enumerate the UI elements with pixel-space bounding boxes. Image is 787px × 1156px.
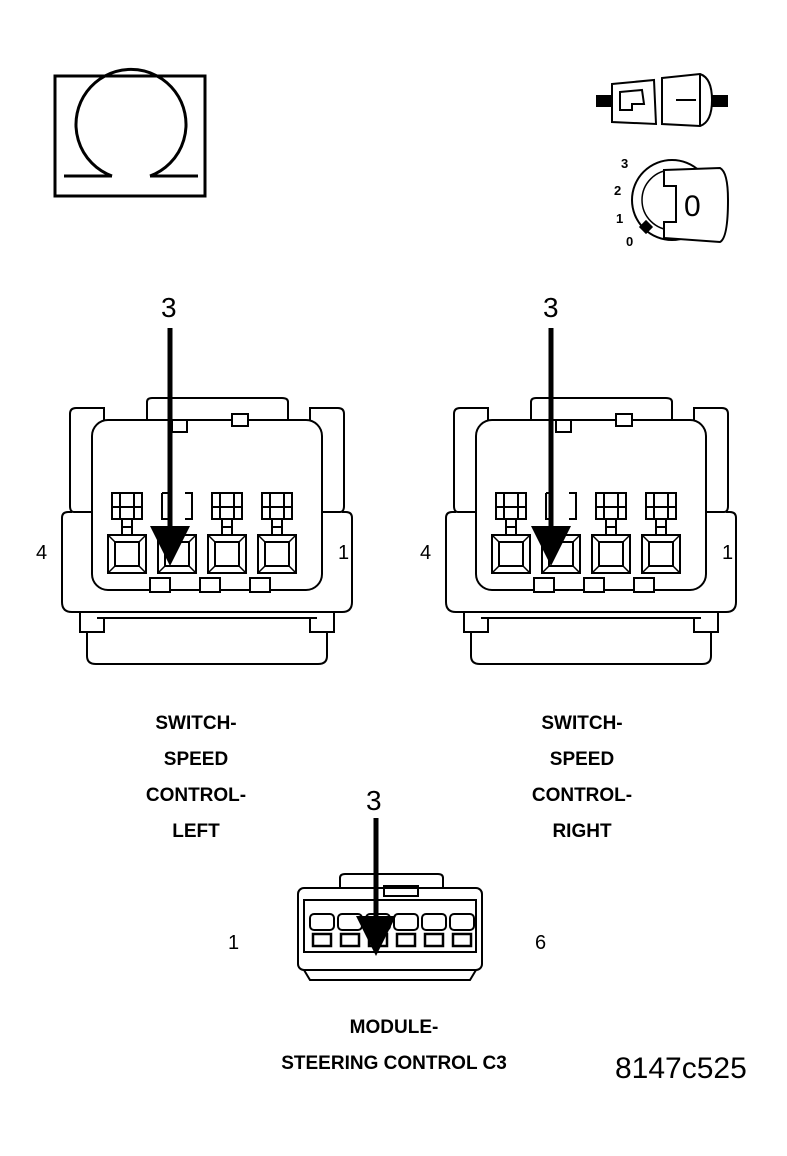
caption-line: CONTROL- (531, 785, 633, 806)
end-pin-right-1: 1 (722, 542, 734, 564)
caption-module: MODULE- STEERING CONTROL C3 (244, 1010, 544, 1082)
caption-line: CONTROL- (145, 785, 247, 806)
pin-callout-module: 3 (366, 785, 382, 816)
caption-left: SWITCH- SPEED CONTROL- LEFT (96, 706, 296, 850)
end-pin-module-6: 6 (535, 932, 547, 954)
figure-id: 8147c525 (615, 1052, 747, 1085)
module-cavities (309, 913, 475, 948)
connector-switch-speed-control-right (446, 398, 736, 664)
ignition-position-3: 3 (621, 156, 629, 171)
caption-line: SWITCH- (541, 713, 623, 734)
caption-line: LEFT (172, 821, 220, 842)
pin-callout-left: 3 (161, 292, 177, 323)
ohmmeter-icon (53, 67, 207, 198)
ignition-key-icon (631, 159, 730, 244)
caption-line: SPEED (163, 749, 229, 770)
ignition-position-1: 1 (616, 211, 624, 226)
caption-line: MODULE- (349, 1017, 439, 1038)
end-pin-left-4: 4 (36, 542, 48, 564)
caption-line: SPEED (549, 749, 615, 770)
end-pin-left-1: 1 (338, 542, 350, 564)
caption-right: SWITCH- SPEED CONTROL- RIGHT (482, 706, 682, 850)
caption-line: RIGHT (552, 821, 612, 842)
ignition-position-0: 0 (626, 234, 634, 249)
end-pin-module-1: 1 (228, 932, 240, 954)
connector-module-steering-control-c3 (297, 873, 483, 981)
caption-line: SWITCH- (155, 713, 237, 734)
end-pin-right-4: 4 (420, 542, 432, 564)
caption-line: STEERING CONTROL C3 (281, 1053, 507, 1074)
connector-disconnected-icon (596, 72, 728, 128)
connector-switch-speed-control-left (62, 398, 352, 664)
pin-callout-right: 3 (543, 292, 559, 323)
ignition-key-label: 0 (684, 190, 701, 223)
ignition-position-2: 2 (614, 183, 622, 198)
